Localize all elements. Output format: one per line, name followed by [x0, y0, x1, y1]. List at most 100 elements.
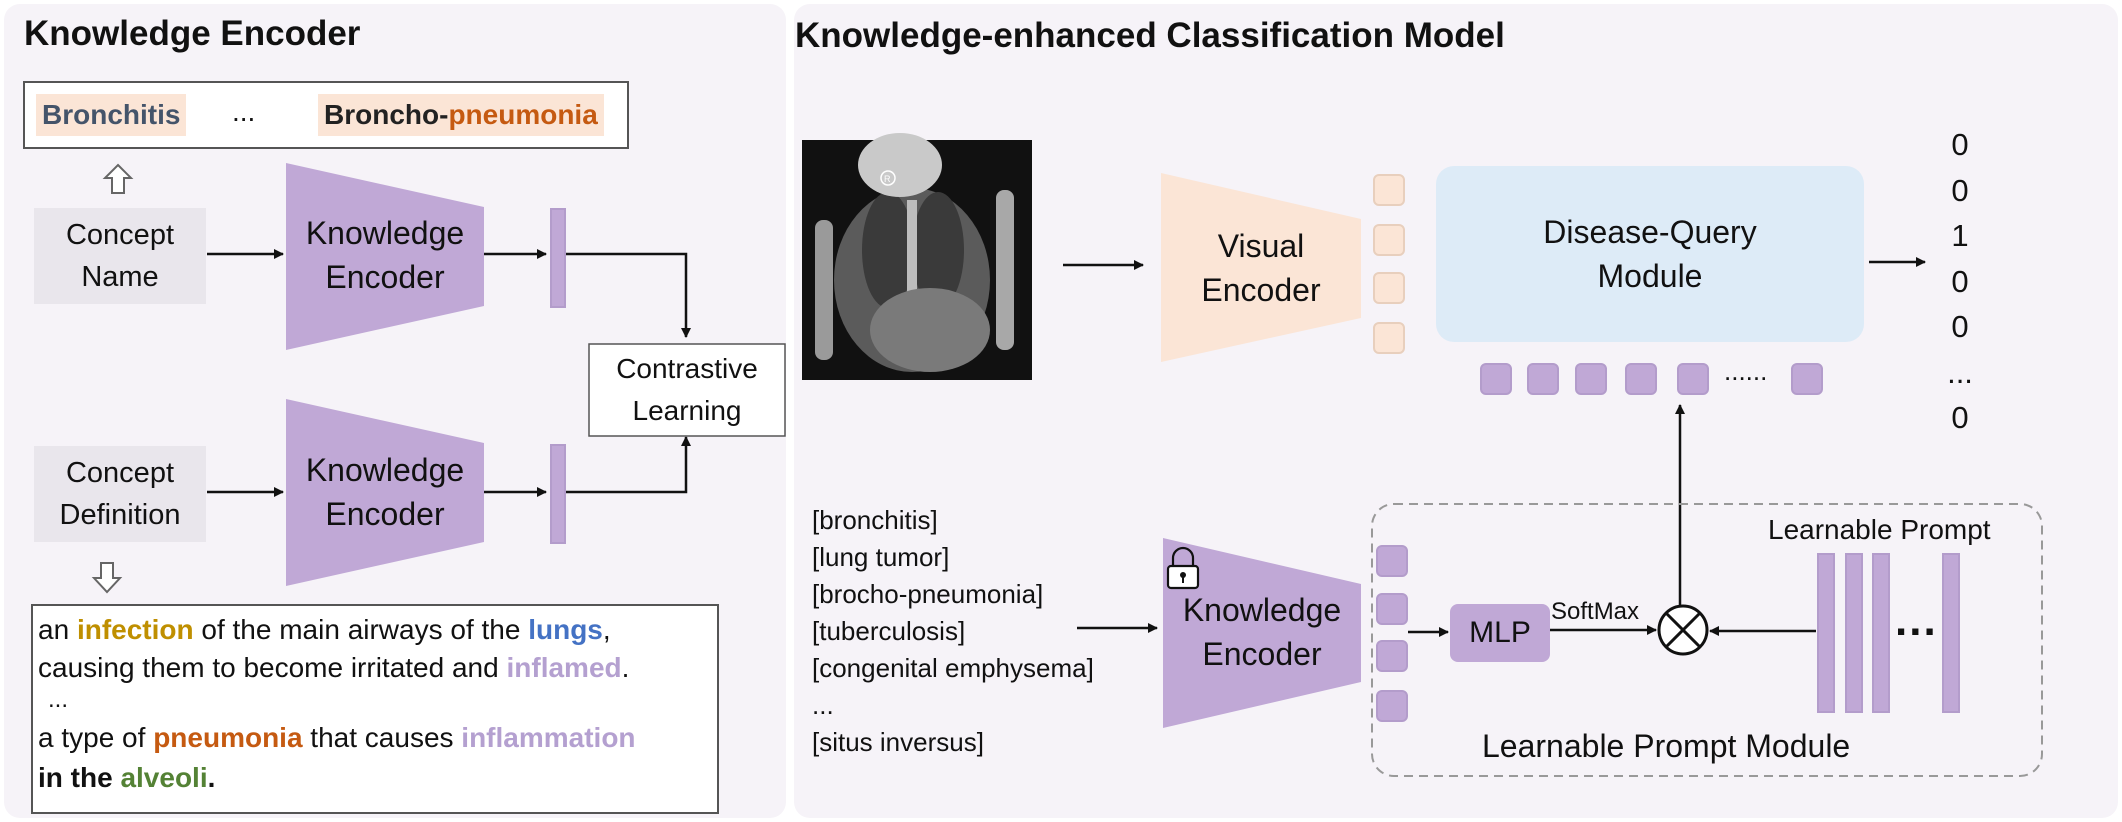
- concept-bronchopneumonia: Broncho-pneumonia: [318, 94, 604, 136]
- learnable-prompt-ellipsis: ...: [1895, 596, 1938, 645]
- concept-ellipsis: ...: [232, 96, 256, 127]
- query-token-last: [1791, 363, 1823, 395]
- query-token-2: [1527, 363, 1559, 395]
- def4-inflammation: inflammation: [461, 722, 636, 753]
- learnable-prompt-label: Learnable Prompt: [1768, 514, 1991, 545]
- definition-line-1: an infection of the main airways of the …: [38, 614, 611, 646]
- definition-line-5: in the alveoli.: [38, 762, 215, 794]
- disease-list-item: [situs inversus]: [812, 727, 984, 757]
- knowledge-encoder-top-line1: Knowledge: [305, 215, 465, 251]
- query-token-3: [1575, 363, 1607, 395]
- output-5: ...: [1947, 354, 1973, 390]
- knowledge-encoder-right-line2: Encoder: [1202, 636, 1322, 672]
- learnable-prompt-module-box: [1371, 503, 2043, 777]
- def1-lungs: lungs: [528, 614, 603, 645]
- contrastive-learning-label: Contrastive Learning: [589, 344, 785, 436]
- output-6: 0: [1951, 400, 1969, 435]
- contrastive-learning-box: [588, 343, 786, 437]
- def2-inflamed: inflamed: [506, 652, 622, 683]
- right-panel-title: Knowledge-enhanced Classification Model: [795, 16, 1505, 55]
- learnable-prompt-bar-3: [1872, 553, 1890, 713]
- def4-a: a type of: [38, 722, 154, 753]
- output-2: 1: [1951, 218, 1969, 253]
- query-token-4: [1625, 363, 1657, 395]
- knowledge-encoder-bottom-line1: Knowledge: [305, 452, 465, 488]
- definition-line-3: ...: [48, 686, 69, 713]
- learnable-prompt-bar-1: [1817, 553, 1835, 713]
- visual-token-4: [1373, 322, 1405, 354]
- knowledge-encoder-top-line2: Encoder: [325, 259, 445, 295]
- concept-definition-line2: Definition: [59, 499, 181, 531]
- disease-list-item: [brocho-pneumonia]: [812, 579, 1044, 609]
- right-panel: [794, 4, 2118, 818]
- output-0: 0: [1951, 127, 1969, 162]
- visual-token-2: [1373, 224, 1405, 256]
- def1-c: ,: [602, 614, 611, 645]
- concept-definition-box: Concept Definition: [34, 446, 206, 542]
- svg-text:R: R: [884, 174, 891, 184]
- disease-query-label: Disease-Query Module: [1436, 208, 1864, 300]
- knowledge-token-4: [1376, 690, 1408, 722]
- disease-list-item: [tuberculosis]: [812, 616, 966, 646]
- output-1: 0: [1951, 172, 1969, 208]
- knowledge-encoder-top-label: Knowledge Encoder: [286, 210, 484, 300]
- disease-list: [bronchitis] [lung tumor] [brocho-pneumo…: [812, 502, 1094, 761]
- disease-list-item: [congenital emphysema]: [812, 653, 1094, 683]
- chest-xray-image: R: [802, 133, 1032, 380]
- def5-a: in the: [38, 762, 121, 793]
- query-token-1: [1480, 363, 1512, 395]
- def1-infection: infection: [76, 614, 194, 645]
- query-token-ellipsis: ......: [1724, 356, 1768, 386]
- def1-b: of the main airways of the: [193, 614, 529, 645]
- concept-bronchitis: Bronchitis: [36, 94, 187, 136]
- output-4: 0: [1951, 309, 1969, 344]
- disease-list-item: ...: [812, 690, 834, 720]
- mlp-label: MLP: [1469, 616, 1531, 649]
- lock-icon: [1166, 546, 1200, 590]
- knowledge-token-3: [1376, 640, 1408, 672]
- concept-name-line1: Concept: [65, 219, 174, 251]
- visual-encoder-line1: Visual: [1217, 228, 1305, 264]
- output-3: 0: [1951, 263, 1969, 299]
- disease-query-line2: Module: [1597, 258, 1703, 294]
- disease-query-line1: Disease-Query: [1543, 214, 1757, 250]
- def4-pneumonia: pneumonia: [153, 722, 303, 753]
- knowledge-token-2: [1376, 593, 1408, 625]
- concept-bronchopneumonia-part2: pneumonia: [448, 99, 598, 130]
- def2-a: causing them to become irritated and: [38, 652, 507, 683]
- left-panel-title: Knowledge Encoder: [24, 14, 361, 53]
- contrastive-learning-line2: Learning: [632, 395, 742, 426]
- def4-b: that causes: [302, 722, 462, 753]
- disease-list-item: [lung tumor]: [812, 542, 950, 572]
- definition-line-2: causing them to become irritated and inf…: [38, 652, 629, 684]
- visual-encoder-shape: [1161, 173, 1361, 362]
- embedding-bar-top: [550, 208, 566, 308]
- knowledge-token-1: [1376, 545, 1408, 577]
- learnable-prompt-bar-last: [1942, 553, 1960, 713]
- visual-token-3: [1373, 272, 1405, 304]
- output-vector: 0 0 1 0 0 ... 0: [1940, 122, 1980, 441]
- arrow-bottom-to-contrastive: [566, 436, 691, 494]
- mlp-box: [1450, 604, 1550, 662]
- concept-name-box: Concept Name: [34, 208, 206, 304]
- arrow-top-to-contrastive: [566, 252, 691, 338]
- softmax-label: SoftMax: [1551, 598, 1640, 625]
- knowledge-encoder-bottom-line2: Encoder: [325, 496, 445, 532]
- visual-encoder-line2: Encoder: [1201, 272, 1321, 308]
- hollow-up-arrow-icon: [102, 163, 134, 194]
- concept-name-line2: Name: [81, 261, 159, 293]
- disease-list-item: [bronchitis]: [812, 505, 938, 535]
- def1-a: an: [38, 614, 77, 645]
- concept-bronchopneumonia-part1: Broncho-: [324, 99, 449, 130]
- knowledge-encoder-bottom-label: Knowledge Encoder: [286, 447, 484, 537]
- multiply-icon: [1657, 604, 1709, 656]
- learnable-prompt-bar-2: [1845, 553, 1863, 713]
- hollow-down-arrow-icon: [91, 562, 123, 594]
- visual-encoder-label: Visual Encoder: [1161, 222, 1361, 314]
- definition-box: [31, 604, 719, 814]
- knowledge-encoder-top-shape: [286, 163, 484, 350]
- def5-alveoli: alveoli: [120, 762, 208, 793]
- knowledge-encoder-right-line1: Knowledge: [1182, 592, 1342, 628]
- disease-query-module-box: [1436, 166, 1864, 342]
- knowledge-encoder-right-label: Knowledge Encoder: [1163, 586, 1361, 678]
